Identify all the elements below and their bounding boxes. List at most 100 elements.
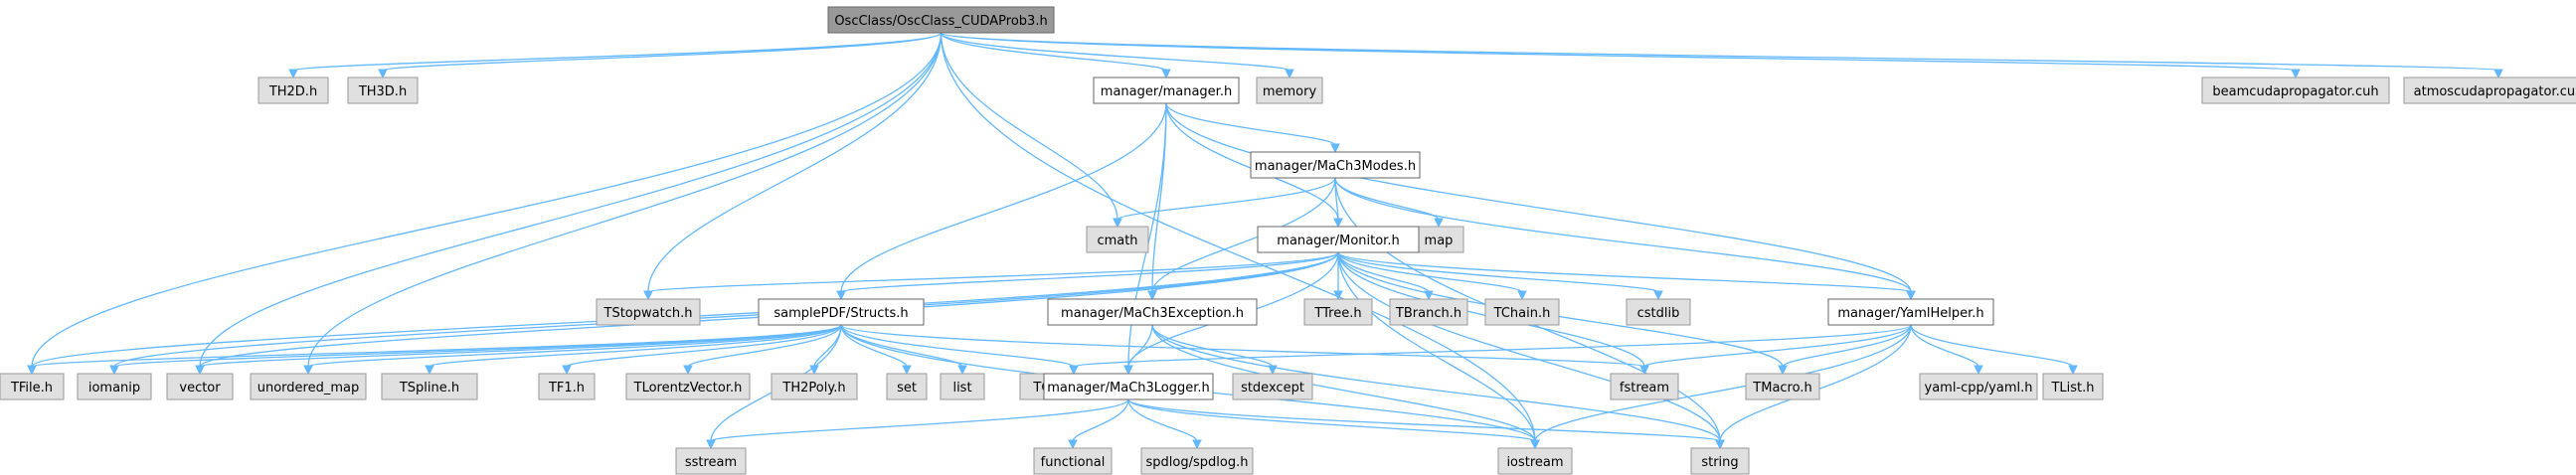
edge-arrowhead [957, 365, 967, 376]
node-box [1256, 77, 1323, 104]
include-edge-yaml-to-tlist [1910, 324, 2078, 376]
node-label: TH2D.h [268, 84, 317, 99]
edge-arrowhead [706, 439, 716, 450]
node-beam: beamcudapropagator.cuh [2201, 77, 2390, 104]
node-box [886, 373, 928, 400]
node-label: sstream [685, 455, 737, 470]
edge-arrowhead [1113, 218, 1122, 229]
node-label: TBranch.h [1395, 306, 1461, 321]
node-label: TChain.h [1493, 306, 1551, 321]
node-box [1093, 77, 1240, 104]
edge-line [292, 32, 943, 72]
node-label: manager/manager.h [1101, 84, 1232, 99]
include-edge-yaml-to-tmacro [1778, 324, 1912, 376]
node-tf1: TF1.h [538, 373, 596, 400]
node-sstream: sstream [675, 447, 747, 475]
node-box [1033, 447, 1113, 475]
node-label: list [952, 381, 971, 396]
node-label: memory [1263, 84, 1317, 99]
edge-line [1151, 177, 1336, 293]
edge-arrowhead [425, 365, 434, 376]
node-box [1919, 373, 2038, 400]
edge-line [1127, 398, 1198, 442]
node-stdexcept: stdexcept [1232, 373, 1313, 400]
node-tmacro: TMacro.h [1745, 373, 1820, 400]
include-edge-structs-to-tf1 [562, 324, 842, 376]
edge-arrowhead [288, 69, 298, 79]
include-edge-monitor-to-structs [836, 251, 1339, 301]
include-edge-monitor-to-tstopwatch [643, 251, 1339, 301]
node-map: map [1413, 226, 1464, 253]
edge-line [840, 324, 1075, 368]
node-modes[interactable]: manager/MaCh3Modes.h [1250, 151, 1421, 179]
node-box [1303, 298, 1373, 326]
include-edge-monitor-to-cstdlib [1337, 251, 1663, 301]
edge-line [1534, 324, 1912, 442]
include-edge-monitor-to-tchain [1337, 251, 1527, 301]
include-edge-modes-to-cmath [1113, 177, 1336, 229]
node-manager[interactable]: manager/manager.h [1093, 77, 1240, 104]
node-label: spdlog/spdlog.h [1146, 455, 1249, 470]
include-edge-structs-to-vector [195, 324, 842, 376]
node-vector: vector [166, 373, 234, 400]
node-box [2201, 77, 2390, 104]
node-label: map [1425, 234, 1454, 248]
edge-line [1782, 324, 1912, 368]
node-label: manager/YamlHelper.h [1837, 306, 1983, 321]
node-label: TLorentzVector.h [633, 381, 743, 396]
include-edge-logger-to-spdlog [1127, 398, 1202, 450]
edge-arrowhead [1123, 365, 1133, 376]
node-box [758, 298, 925, 326]
edge-arrowhead [378, 69, 388, 79]
edges-layer [27, 32, 2503, 450]
edge-line [940, 32, 1290, 72]
node-label: TH3D.h [358, 84, 407, 99]
node-box [827, 6, 1055, 34]
node-box [381, 373, 478, 400]
node-spdlog: spdlog/spdlog.h [1140, 447, 1254, 475]
node-box [1257, 226, 1420, 253]
node-label: manager/Monitor.h [1277, 234, 1399, 248]
edge-line [1072, 398, 1129, 442]
edge-arrowhead [643, 290, 653, 301]
edge-line [199, 324, 842, 368]
edge-arrowhead [562, 365, 572, 376]
edge-arrowhead [1192, 439, 1202, 450]
node-label: string [1701, 455, 1738, 470]
edge-arrowhead [1330, 143, 1340, 154]
node-box [2042, 373, 2104, 400]
edge-arrowhead [1653, 290, 1663, 301]
edge-arrowhead [109, 365, 119, 376]
include-edge-except-to-logger [1123, 324, 1153, 376]
node-monitor[interactable]: manager/Monitor.h [1257, 226, 1420, 253]
node-label: manager/MaCh3Modes.h [1255, 159, 1416, 174]
edge-line [1337, 251, 1912, 293]
node-umap: unordered_map [250, 373, 367, 400]
node-box [1413, 226, 1464, 253]
include-edge-monitor-to-string [1337, 251, 1725, 450]
edge-arrowhead [1333, 218, 1343, 229]
edge-line [429, 324, 842, 368]
node-box [1086, 226, 1149, 253]
edge-line [840, 102, 1167, 293]
node-yamlcpp: yaml-cpp/yaml.h [1919, 373, 2038, 400]
node-label: TF1.h [548, 381, 585, 396]
node-memory: memory [1256, 77, 1323, 104]
include-edge-structs-to-umap [303, 324, 842, 376]
node-logger[interactable]: manager/MaCh3Logger.h [1043, 373, 1214, 400]
edge-line [1127, 398, 1721, 442]
node-box [1626, 298, 1691, 326]
edge-line [307, 324, 842, 368]
node-yaml[interactable]: manager/YamlHelper.h [1827, 298, 1994, 326]
include-edge-root-to-th2d [288, 32, 943, 79]
edge-line [1337, 251, 1430, 293]
node-box [2403, 77, 2576, 104]
node-root[interactable]: OscClass/OscClass_CUDAProb3.h [827, 6, 1055, 34]
node-structs[interactable]: samplePDF/Structs.h [758, 298, 925, 326]
node-iomanip: iomanip [77, 373, 152, 400]
node-label: manager/MaCh3Exception.h [1061, 306, 1244, 321]
node-except[interactable]: manager/MaCh3Exception.h [1047, 298, 1258, 326]
include-edge-root-to-beam [940, 32, 2301, 79]
